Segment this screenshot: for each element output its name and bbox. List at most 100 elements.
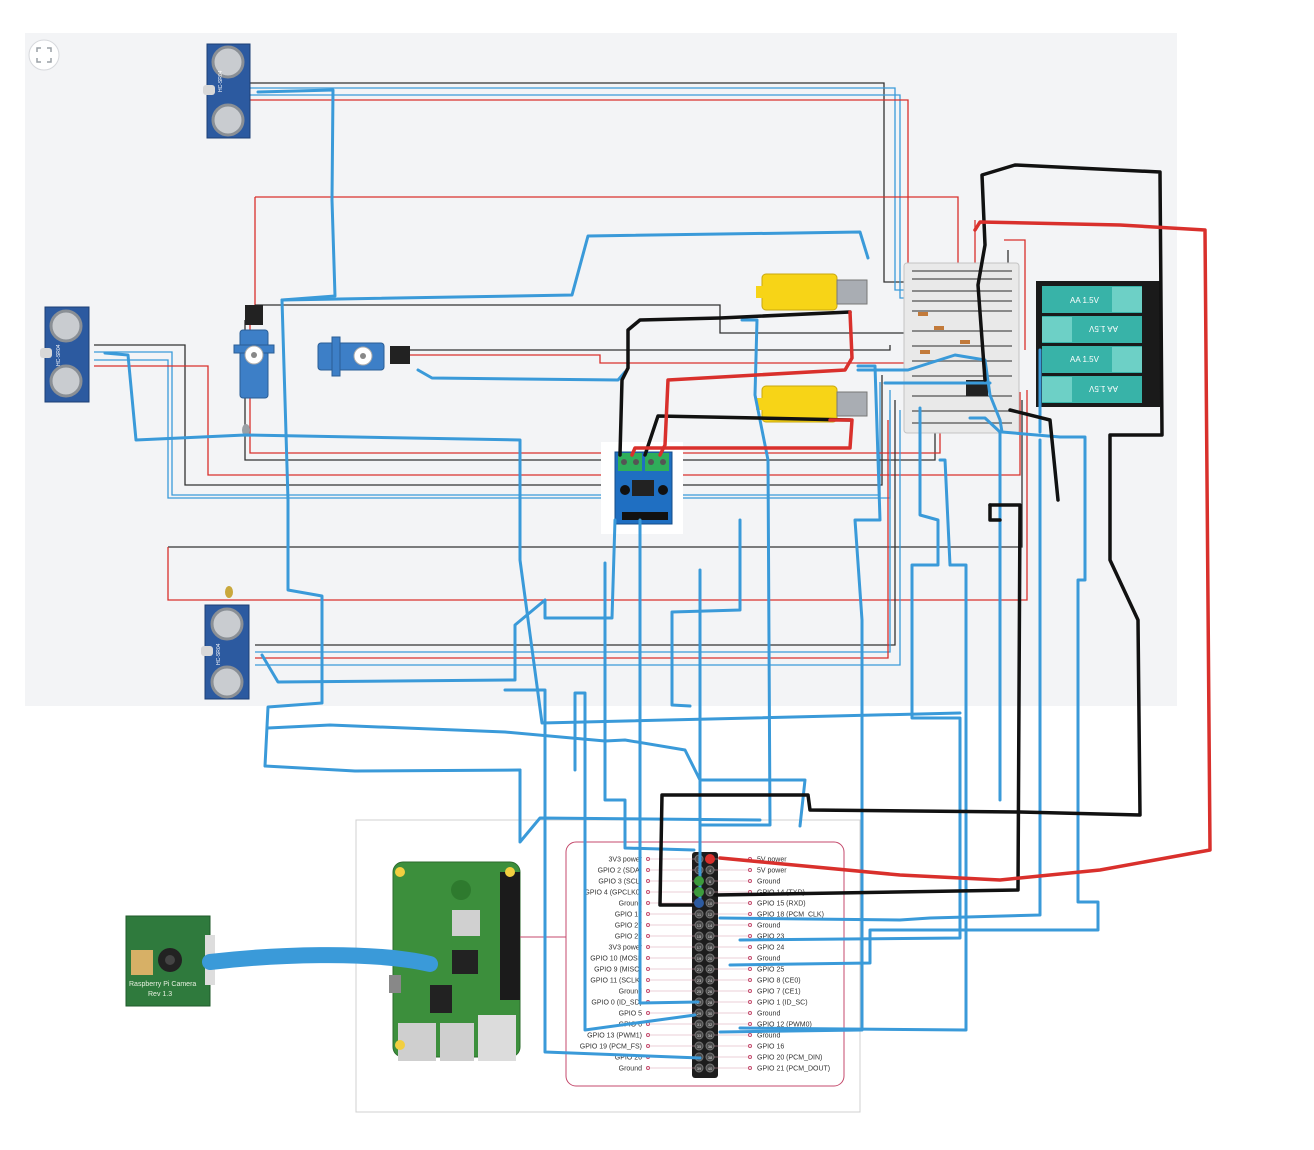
gpio-right-label: GPIO 15 (RXD): [757, 901, 806, 908]
gpio-left-label: GPIO 19 (PCM_FS): [580, 1044, 642, 1051]
gpio-label-dot: [748, 967, 752, 971]
gpio-left-label: GPIO 17: [615, 912, 642, 919]
gpio-label-dot: [646, 1044, 650, 1048]
gpio-pin-number: 14: [708, 923, 713, 928]
gpio-right-label: GPIO 23: [757, 934, 784, 941]
sensor-label: HC-SR04: [218, 70, 224, 92]
gpio-left-label: Ground: [619, 989, 642, 996]
gpio-pin-number: 6: [709, 879, 712, 884]
gpio-label-dot: [748, 923, 752, 927]
battery-cell: AA 1.5V: [1042, 316, 1142, 343]
gpio-pin-number: 33: [697, 1033, 702, 1038]
gpio-left-label: GPIO 26: [615, 1055, 642, 1062]
hand-drawn-red-wires: [630, 220, 1212, 882]
gpio-pin-number: 29: [697, 1011, 702, 1016]
gpio-label-dot: [646, 945, 650, 949]
camera-label-line1: Raspberry Pi Camera: [129, 981, 196, 988]
hand-drawn-black-wires: [618, 163, 1164, 907]
gpio-left-label: GPIO 3 (SCL): [598, 879, 642, 886]
gpio-label-dot: [748, 912, 752, 916]
gpio-right-label: GPIO 1 (ID_SC): [757, 1000, 808, 1007]
ultrasonic-sensor-top: HC-SR04: [203, 43, 251, 139]
gpio-label-dot: [748, 1044, 752, 1048]
gpio-right-label: Ground: [757, 1033, 780, 1040]
gpio-left-label: GPIO 4 (GPCLK0): [584, 890, 642, 897]
gpio-label-dot: [646, 1011, 650, 1015]
gpio-pin-number: 20: [708, 956, 713, 961]
gpio-label-dot: [748, 945, 752, 949]
gpio-label-dot: [748, 901, 752, 905]
gpio-label-dot: [646, 967, 650, 971]
gpio-pin-number: 32: [708, 1022, 713, 1027]
battery-cell: AA 1.5V: [1042, 376, 1142, 403]
gpio-pin-number: 36: [708, 1044, 713, 1049]
gpio-pin-number: 28: [708, 1000, 713, 1005]
gpio-label-dot: [646, 978, 650, 982]
gpio-right-label: GPIO 7 (CE1): [757, 989, 801, 996]
sensor-label: HC-SR04: [56, 344, 62, 366]
dc-motor-top: [756, 273, 868, 311]
gpio-right-label: Ground: [757, 956, 780, 963]
gpio-left-label: 3V3 power: [609, 857, 643, 864]
gpio-left-label: GPIO 5: [619, 1011, 642, 1018]
gpio-pin-number: 17: [697, 945, 702, 950]
gpio-right-label: GPIO 18 (PCM_CLK): [757, 912, 824, 919]
gpio-pin-number: 18: [708, 945, 713, 950]
svg-text:AA 1.5V: AA 1.5V: [1088, 384, 1118, 393]
gpio-label-dot: [646, 857, 650, 861]
gpio-label-dot: [646, 934, 650, 938]
ultrasonic-sensor-bottom: HC-SR04: [201, 604, 250, 700]
gpio-left-label: Ground: [619, 1066, 642, 1073]
gpio-left-label: GPIO 11 (SCLK): [590, 978, 642, 985]
ultrasonic-sensor-left: HC-SR04: [40, 306, 90, 403]
gpio-right-label: GPIO 21 (PCM_DOUT): [757, 1066, 830, 1073]
gpio-right-label: Ground: [757, 923, 780, 930]
svg-text:AA 1.5V: AA 1.5V: [1070, 355, 1100, 364]
camera-ribbon-cable: [202, 947, 438, 972]
gpio-pin-number: 38: [708, 1055, 713, 1060]
battery-cell: AA 1.5V: [1042, 286, 1142, 313]
gpio-label-dot: [748, 1066, 752, 1070]
gpio-left-label: GPIO 22: [615, 934, 642, 941]
gpio-pin-number: 35: [697, 1044, 702, 1049]
gpio-pin-number: 31: [697, 1022, 702, 1027]
gpio-pin-number: 40: [708, 1066, 713, 1071]
gpio-label-dot: [748, 989, 752, 993]
gpio-label-dot: [748, 1011, 752, 1015]
led-indicator: [225, 424, 250, 598]
gpio-label-dot: [748, 978, 752, 982]
gpio-left-label: GPIO 13 (PWM1): [587, 1033, 642, 1040]
thin-wires: [94, 82, 1028, 666]
sensor-label: HC-SR04: [216, 643, 222, 665]
battery-pack: AA 1.5V AA 1.5V AA 1.5V AA 1.5V: [1036, 281, 1160, 407]
gpio-label-dot: [748, 868, 752, 872]
gpio-label-dot: [646, 879, 650, 883]
gpio-label-dot: [646, 868, 650, 872]
gpio-pin-number: 4: [709, 868, 712, 873]
camera-label-line2: Rev 1.3: [148, 991, 172, 998]
gpio-right-label: GPIO 8 (CE0): [757, 978, 801, 985]
gpio-right-label: GPIO 20 (PCM_DIN): [757, 1055, 822, 1062]
gpio-label-dot: [748, 956, 752, 960]
gpio-label-dot: [748, 1000, 752, 1004]
gpio-left-label: GPIO 0 (ID_SD): [591, 1000, 642, 1007]
gpio-pin-number: 24: [708, 978, 713, 983]
gpio-right-label: GPIO 25: [757, 967, 784, 974]
gpio-label-dot: [646, 1066, 650, 1070]
gpio-pin-number: 13: [697, 923, 702, 928]
gpio-pin-number: 25: [697, 989, 702, 994]
raspberry-pi-board: [389, 861, 566, 1061]
gpio-label-dot: [748, 1022, 752, 1026]
gpio-label-dot: [646, 890, 650, 894]
gpio-pin-number: 11: [697, 912, 702, 917]
expand-icon[interactable]: [28, 39, 60, 71]
gpio-label-dot: [646, 1033, 650, 1037]
gpio-right-label: GPIO 12 (PWM0): [757, 1022, 812, 1029]
gpio-pin-number: 15: [697, 934, 702, 939]
gpio-left-label: GPIO 27: [615, 923, 642, 930]
gpio-label-dot: [646, 901, 650, 905]
hand-drawn-blue-wires: [103, 88, 1100, 1060]
svg-text:AA 1.5V: AA 1.5V: [1070, 296, 1100, 305]
